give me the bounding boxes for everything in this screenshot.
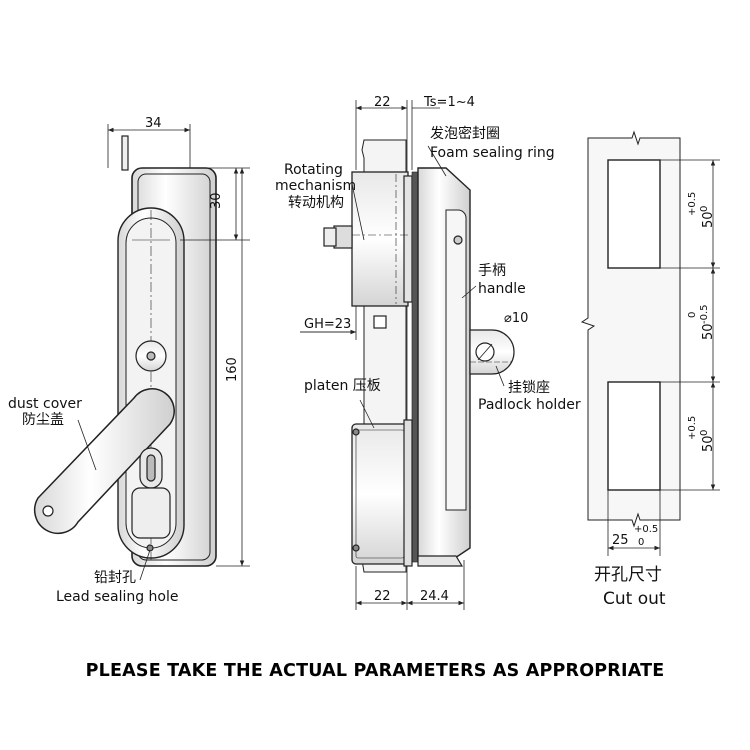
dim-cut-h3: 50 xyxy=(701,435,716,452)
label-foam-cn: 发泡密封圈 xyxy=(430,125,500,142)
tol-h3-plus: +0.5 xyxy=(687,416,698,440)
dim-side-gh: GH=23 xyxy=(304,317,351,332)
label-padlock-en: Padlock holder xyxy=(478,397,581,413)
label-lead-en: Lead sealing hole xyxy=(56,589,179,605)
dim-cut-h2: 50 xyxy=(701,323,716,340)
dim-side-bottom-right: 24.4 xyxy=(420,589,449,604)
dim-front-height: 160 xyxy=(225,357,240,382)
side-view xyxy=(300,100,515,610)
front-view xyxy=(33,124,250,581)
tol-w-zero: 0 xyxy=(638,537,644,548)
label-cutout-cn: 开孔尺寸 xyxy=(594,565,662,585)
dim-side-top-left: 22 xyxy=(374,95,391,110)
label-foam-en: Foam sealing ring xyxy=(430,145,555,161)
tol-h1-plus: +0.5 xyxy=(687,192,698,216)
label-rotating-cn: 转动机构 xyxy=(288,195,344,211)
label-handle-cn: 手柄 xyxy=(478,263,506,279)
label-lead-cn: 铅封孔 xyxy=(94,570,136,586)
tol-w-plus: +0.5 xyxy=(634,524,658,535)
dim-side-ts: Ts=1~4 xyxy=(423,95,475,110)
label-dust-cover-cn: 防尘盖 xyxy=(22,412,64,428)
label-dust-cover-en: dust cover xyxy=(8,396,82,412)
tol-h2-zero: 0 xyxy=(687,312,698,318)
footer-note: PLEASE TAKE THE ACTUAL PARAMETERS AS APP… xyxy=(86,661,665,681)
front-view-texts: 34 30 160 dust cover 防尘盖 铅封孔 Lead sealin… xyxy=(8,116,240,605)
dim-front-top: 30 xyxy=(209,192,224,209)
dim-cut-h1: 50 xyxy=(701,211,716,228)
label-rotating-en-1: Rotating xyxy=(284,162,343,178)
dim-padlock-dia: ⌀10 xyxy=(504,311,528,326)
tol-h3-zero: 0 xyxy=(699,430,710,436)
dim-side-bottom-left: 22 xyxy=(374,589,391,604)
cutout-texts: 50 +0.5 0 50 0 -0.5 50 +0.5 0 25 +0.5 0 … xyxy=(594,192,716,609)
label-handle-en: handle xyxy=(478,281,526,297)
tol-h2-minus: -0.5 xyxy=(699,304,710,324)
dim-front-width: 34 xyxy=(145,116,162,131)
dim-cut-w: 25 xyxy=(612,533,629,548)
cutout-view xyxy=(580,130,720,556)
label-padlock-cn: 挂锁座 xyxy=(508,380,550,396)
tol-h1-zero: 0 xyxy=(699,206,710,212)
label-rotating-en-2: mechanism xyxy=(275,178,356,194)
side-view-texts: 22 Ts=1~4 GH=23 22 24.4 ⌀10 Rotating mec… xyxy=(275,95,581,604)
label-cutout-en: Cut out xyxy=(603,589,666,609)
label-platen: platen 压板 xyxy=(304,378,381,394)
